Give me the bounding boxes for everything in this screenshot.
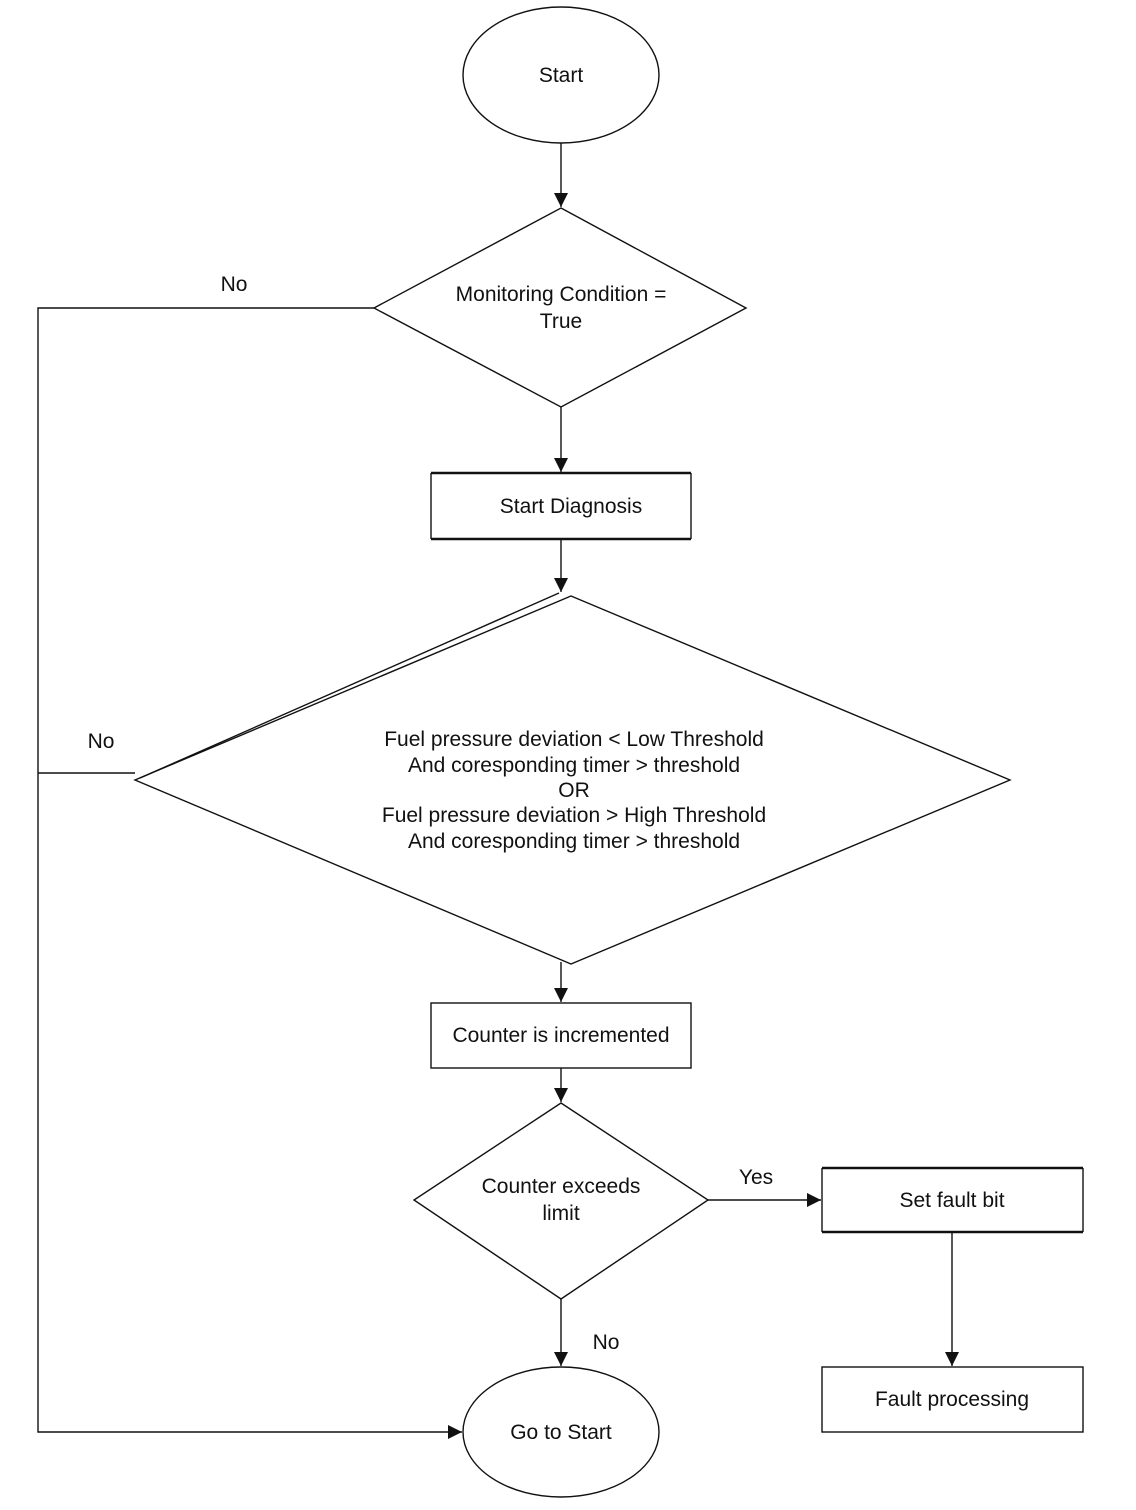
fuel-condition-line5: And coresponding timer > threshold [408,830,740,853]
start-terminal: Start [462,6,660,144]
fuel-pressure-decision: Fuel pressure deviation < Low Threshold … [133,592,1012,965]
fuel-condition-line3: OR [558,779,590,802]
arrow-monitoring-no-loop [37,307,462,1439]
counter-exceeds-line1: Counter exceeds [482,1175,641,1198]
fuel-condition-line1: Fuel pressure deviation < Low Threshold [384,728,764,751]
counter-exceeds-line2: limit [542,1202,579,1225]
start-diagnosis-label: Start Diagnosis [500,495,642,518]
edge-label-counter-no: No [593,1331,620,1354]
fuel-condition-line4: Fuel pressure deviation > High Threshold [382,804,766,827]
set-fault-bit-label: Set fault bit [899,1189,1004,1212]
fault-processing-label: Fault processing [875,1388,1029,1411]
edge-label-monitoring-no: No [221,273,248,296]
go-to-start-terminal: Go to Start [462,1366,660,1498]
start-label: Start [539,64,584,87]
counter-incremented-process: Counter is incremented [430,1002,692,1069]
start-diagnosis-process: Start Diagnosis [430,471,692,541]
edge-label-counter-yes: Yes [739,1166,773,1189]
monitoring-condition-line2: True [540,310,582,333]
monitoring-condition-decision: Monitoring Condition = True [372,207,748,408]
go-to-start-label: Go to Start [510,1421,612,1444]
edge-label-fuel-no: No [88,730,115,753]
fault-processing-process: Fault processing [821,1366,1084,1433]
set-fault-bit-process: Set fault bit [821,1166,1084,1234]
monitoring-condition-line1: Monitoring Condition = [456,283,667,306]
fuel-condition-line2: And coresponding timer > threshold [408,754,740,777]
counter-exceeds-decision: Counter exceeds limit [412,1102,710,1300]
counter-incremented-label: Counter is incremented [452,1024,669,1047]
